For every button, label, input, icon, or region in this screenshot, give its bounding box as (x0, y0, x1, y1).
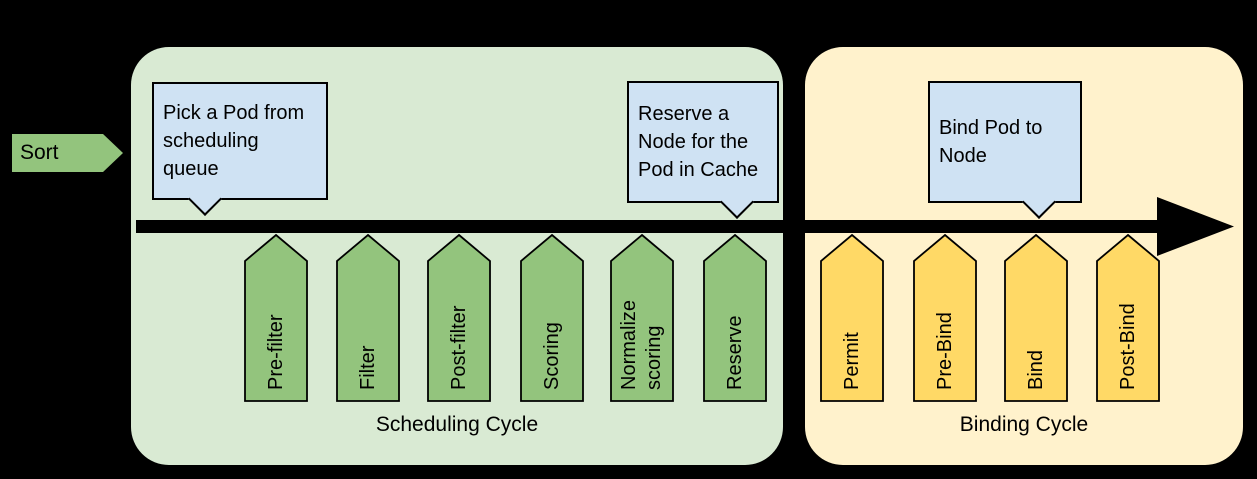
up-arrow-shape-icon (1096, 234, 1160, 402)
extension-point-label: Scoring (540, 322, 563, 390)
callout-bind-pod-text: Bind Pod to Node (939, 117, 1043, 167)
up-arrow-shape-icon (610, 234, 674, 402)
extension-point-label: Post-filter (447, 305, 470, 390)
extension-point-label: Bind (1024, 349, 1047, 390)
timeline-arrow-shaft (136, 220, 1176, 233)
extension-point-scoring: Scoring (520, 234, 584, 402)
extension-point-bind: Bind (1004, 234, 1068, 402)
extension-point-label: Reserve (723, 315, 746, 390)
extension-point-post-filter: Post-filter (427, 234, 491, 402)
scheduling-cycle-title: Scheduling Cycle (375, 413, 539, 436)
extension-point-filter: Filter (336, 234, 400, 402)
extension-point-reserve: Reserve (703, 234, 767, 402)
extension-point-normalize-scoring: Normalize scoring (610, 234, 674, 402)
up-arrow-shape-icon (820, 234, 884, 402)
sort-extension-point: Sort (12, 134, 123, 172)
callout-reserve-node-text: Reserve a Node for the Pod in Cache (638, 103, 759, 181)
up-arrow-shape-icon (703, 234, 767, 402)
extension-point-label: Pre-filter (264, 314, 287, 390)
extension-point-post-bind: Post-Bind (1096, 234, 1160, 402)
up-arrow-shape-icon (1004, 234, 1068, 402)
up-arrow-shape-icon (913, 234, 977, 402)
extension-point-pre-filter: Pre-filter (244, 234, 308, 402)
extension-point-pre-bind: Pre-Bind (913, 234, 977, 402)
callout-pick-pod-text: Pick a Pod from scheduling queue (163, 102, 305, 180)
up-arrow-shape-icon (427, 234, 491, 402)
callout-bind-pod: Bind Pod to Node (928, 81, 1082, 219)
up-arrow-shape-icon (520, 234, 584, 402)
extension-point-label: Pre-Bind (933, 312, 956, 390)
extension-point-label: Normalize scoring (618, 299, 665, 390)
callout-pick-pod: Pick a Pod from scheduling queue (152, 82, 328, 216)
up-arrow-shape-icon (336, 234, 400, 402)
up-arrow-shape-icon (244, 234, 308, 402)
callout-reserve-node: Reserve a Node for the Pod in Cache (627, 81, 779, 219)
extension-point-label: Post-Bind (1116, 303, 1139, 390)
sort-label: Sort (20, 141, 59, 164)
binding-cycle-title: Binding Cycle (959, 413, 1089, 436)
extension-point-label: Permit (840, 332, 863, 390)
extension-point-label: Filter (356, 345, 379, 390)
extension-point-permit: Permit (820, 234, 884, 402)
